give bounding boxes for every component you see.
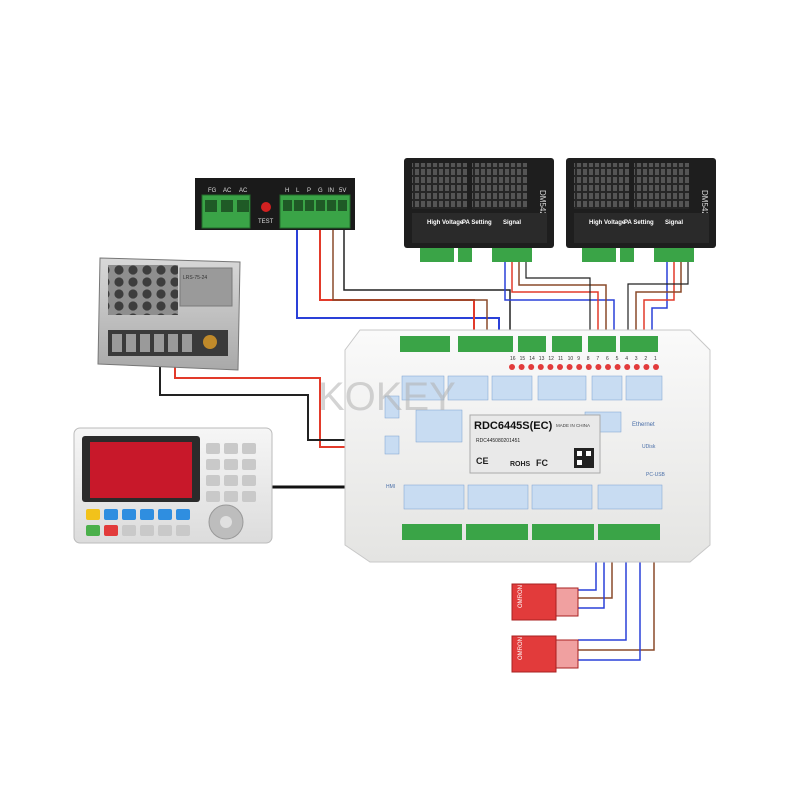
- stepper-driver-2: DM542 High Voltage PA Setting Signal: [566, 158, 716, 262]
- driver-1-section-signal: Signal: [503, 220, 521, 226]
- driver-2-section-hv: High Voltage: [589, 220, 626, 226]
- wire-laser-brown: [332, 228, 488, 345]
- driver-2-model: DM542: [700, 190, 709, 216]
- pin-number: 14: [529, 356, 535, 362]
- laser-psu-term-label: H: [285, 188, 289, 194]
- panel-function-keys: [86, 509, 190, 536]
- controller-ce-mark: CE: [476, 456, 489, 466]
- limit-switch-2-label: OMRON: [518, 637, 524, 660]
- driver-1-section-pa: PA Setting: [462, 220, 492, 226]
- laser-psu-term-label: IN: [328, 188, 334, 194]
- wire-drv2-red: [643, 262, 675, 345]
- stepper-driver-1: DM542 High Voltage PA Setting Signal: [404, 158, 554, 262]
- panel-lcd-screen: [90, 442, 192, 498]
- wire-psu-red: [174, 357, 385, 448]
- laser-psu-term-label: G: [318, 188, 323, 194]
- pin-led: [633, 364, 640, 370]
- pin-number: 15: [520, 356, 526, 362]
- pin-led: [643, 364, 650, 370]
- power-supply-24v: LRS-75-24: [97, 257, 241, 371]
- pin-led: [576, 364, 583, 370]
- watermark: KOKEY: [318, 375, 456, 419]
- panel-keypad: [206, 443, 256, 502]
- wire-drv1-black: [525, 262, 591, 345]
- wire-drv1-brown: [518, 262, 607, 345]
- wire-lim-blue-2b: [578, 538, 627, 641]
- laser-psu-term-label: P: [307, 188, 311, 194]
- laser-psu: FG AC AC TEST H L P G IN 5V: [195, 178, 355, 230]
- pin-number: 8: [587, 356, 590, 362]
- laser-psu-test-button[interactable]: [261, 202, 271, 212]
- pin-led: [528, 364, 535, 370]
- pin-led: [624, 364, 631, 370]
- pin-number: 12: [548, 356, 554, 362]
- wires: [159, 228, 689, 661]
- wire-laser-black: [343, 228, 511, 345]
- controller-top-terminals: [400, 336, 658, 352]
- wire-drv1-blue: [504, 262, 615, 345]
- driver-1-model: DM542: [538, 190, 547, 216]
- wire-psu-black: [159, 357, 385, 441]
- pin-number: 5: [616, 356, 619, 362]
- driver-2-section-signal: Signal: [665, 220, 683, 226]
- controller-fc-mark: FC: [536, 458, 548, 468]
- pin-number: 1: [654, 356, 657, 362]
- controller-serial: RDC445080201451: [476, 438, 520, 444]
- controller-bottom-terminals: [402, 524, 660, 540]
- pin-led: [595, 364, 602, 370]
- laser-psu-term-label: AC: [239, 188, 248, 194]
- wire-drv2-brown: [635, 262, 682, 345]
- pin-led: [537, 364, 544, 370]
- limit-switch-1-label: OMRON: [518, 585, 524, 608]
- pin-number: 3: [635, 356, 638, 362]
- pin-number: 13: [539, 356, 545, 362]
- laser-psu-test-label: TEST: [258, 219, 274, 225]
- pin-led: [509, 364, 515, 370]
- pin-number: 11: [558, 356, 563, 362]
- wire-drv1-red: [511, 262, 599, 345]
- control-panel: [73, 427, 273, 544]
- pin-number: 6: [606, 356, 609, 362]
- port-hmi-label: HMI: [386, 484, 395, 490]
- port-udisk-label: UDisk: [642, 444, 656, 450]
- pin-led: [653, 364, 659, 370]
- driver-1-section-hv: High Voltage: [427, 220, 464, 226]
- controller-model: RDC6445S(EC): [474, 420, 553, 432]
- wire-drv2-black: [627, 262, 689, 345]
- pin-led: [605, 364, 611, 370]
- pin-number: 10: [568, 356, 574, 362]
- port-ethernet-label: Ethernet: [632, 422, 655, 428]
- port-pcusb-label: PC-USB: [646, 472, 666, 478]
- laser-psu-term-label: 5V: [339, 188, 346, 194]
- pin-led: [518, 364, 525, 370]
- pin-led: [547, 364, 554, 370]
- limit-switch-2: OMRON: [511, 635, 579, 673]
- limit-switch-1: OMRON: [511, 583, 579, 621]
- pin-led: [566, 364, 573, 370]
- laser-psu-term-label: L: [296, 188, 300, 194]
- laser-psu-term-label: FG: [208, 188, 217, 194]
- pin-number: 7: [596, 356, 599, 362]
- controller-made-in: MADE IN CHINA: [556, 423, 590, 428]
- pin-led: [614, 364, 621, 370]
- pin-number: 9: [577, 356, 580, 362]
- wire-lim-blue-2: [578, 538, 641, 661]
- psu-model: LRS-75-24: [183, 275, 207, 281]
- laser-psu-term-label: AC: [223, 188, 232, 194]
- wire-lim-brown-2: [578, 538, 655, 651]
- pin-led: [557, 364, 563, 370]
- pin-number: 4: [625, 356, 628, 362]
- pin-led: [585, 364, 592, 370]
- pin-number: 2: [644, 356, 647, 362]
- pin-number: 16: [510, 356, 516, 362]
- wire-drv2-blue: [651, 262, 668, 345]
- driver-2-section-pa: PA Setting: [624, 220, 654, 226]
- controller-rohs-mark: ROHS: [510, 461, 531, 468]
- laser-psu-signal-terminal: [279, 194, 351, 229]
